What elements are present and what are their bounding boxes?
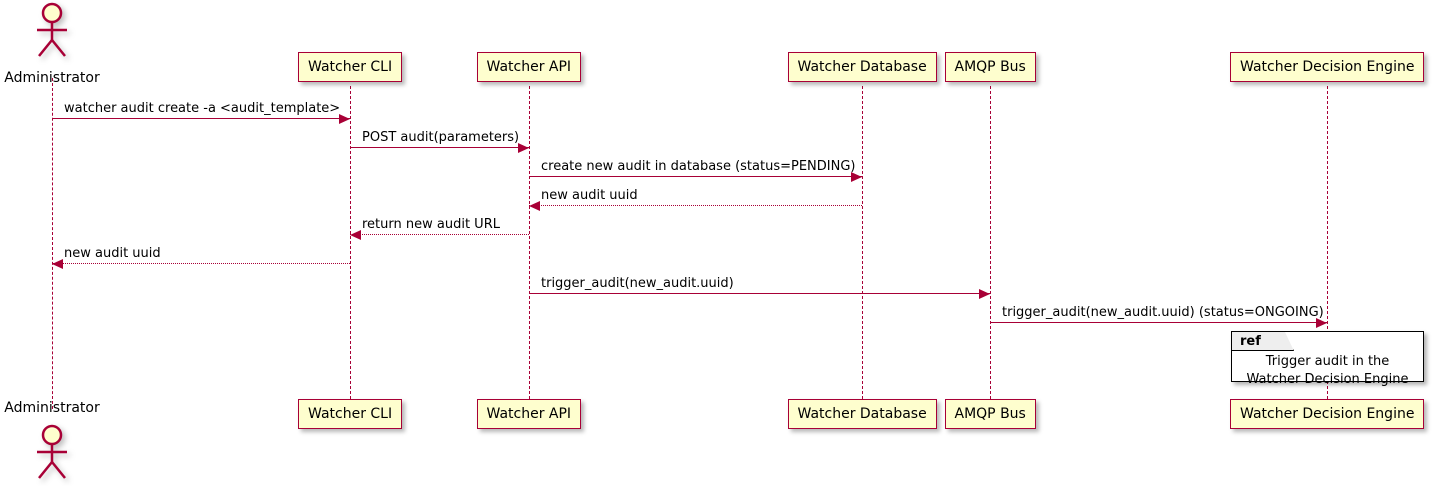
participant-watcher-cli-top[interactable]: Watcher CLI — [298, 52, 403, 82]
message-label-m4: new audit uuid — [541, 188, 638, 203]
message-arrowhead-m5 — [350, 229, 361, 240]
actor-figure-administrator-top — [30, 2, 74, 62]
message-line-m8 — [990, 322, 1327, 323]
lifeline-watcher-api — [529, 86, 530, 399]
message-arrowhead-m4 — [529, 200, 540, 211]
message-label-m6: new audit uuid — [64, 246, 161, 261]
message-label-m5: return new audit URL — [362, 217, 500, 232]
participant-watcher-decision-engine-top[interactable]: Watcher Decision Engine — [1230, 52, 1425, 82]
message-line-m6 — [52, 263, 350, 264]
participant-label-administrator-top: Administrator — [4, 70, 100, 86]
message-line-m2 — [350, 147, 529, 148]
message-line-m7 — [529, 293, 990, 294]
message-line-m4 — [529, 205, 862, 206]
participant-watcher-database-top[interactable]: Watcher Database — [787, 52, 937, 82]
participant-label-administrator-bottom: Administrator — [4, 400, 100, 416]
participant-watcher-api-top[interactable]: Watcher API — [476, 52, 582, 82]
message-line-m5 — [350, 234, 529, 235]
message-line-m1 — [52, 118, 350, 119]
lifeline-watcher-decision-engine — [1327, 86, 1328, 399]
participant-amqp-bus-bottom[interactable]: AMQP Bus — [944, 399, 1036, 429]
message-label-m3: create new audit in database (status=PEN… — [541, 159, 856, 174]
message-label-m8: trigger_audit(new_audit.uuid) (status=ON… — [1002, 305, 1324, 320]
participant-amqp-bus-top[interactable]: AMQP Bus — [944, 52, 1036, 82]
ref-fragment-line-0: Trigger audit in the — [1265, 354, 1390, 369]
message-arrowhead-m7 — [979, 288, 990, 299]
lifeline-watcher-database — [862, 86, 863, 399]
message-label-m2: POST audit(parameters) — [362, 130, 520, 145]
message-arrowhead-m8 — [1316, 317, 1327, 328]
ref-fragment-tab: ref — [1232, 332, 1294, 351]
message-arrowhead-m1 — [339, 113, 350, 124]
participant-watcher-database-bottom[interactable]: Watcher Database — [787, 399, 937, 429]
lifeline-watcher-cli — [350, 86, 351, 399]
message-label-m1: watcher audit create -a <audit_template> — [64, 101, 341, 116]
participant-watcher-decision-engine-bottom[interactable]: Watcher Decision Engine — [1230, 399, 1425, 429]
message-line-m3 — [529, 176, 862, 177]
ref-fragment-line-1: Watcher Decision Engine — [1246, 371, 1409, 387]
participant-watcher-cli-bottom[interactable]: Watcher CLI — [298, 399, 403, 429]
lifeline-amqp-bus — [990, 86, 991, 399]
participant-watcher-api-bottom[interactable]: Watcher API — [476, 399, 582, 429]
actor-figure-administrator-bottom — [30, 424, 74, 484]
message-arrowhead-m6 — [52, 258, 63, 269]
message-arrowhead-m3 — [851, 171, 862, 182]
message-label-m7: trigger_audit(new_audit.uuid) — [541, 276, 734, 291]
lifeline-administrator — [52, 78, 53, 409]
message-arrowhead-m2 — [518, 142, 529, 153]
